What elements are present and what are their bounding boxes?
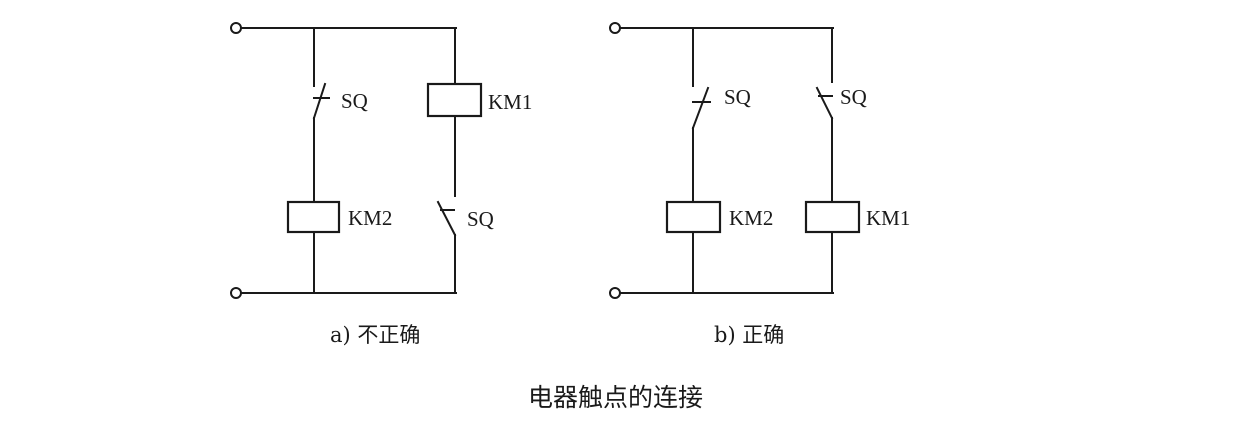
contact-blade xyxy=(691,86,710,130)
circuit-a-left-branch: SQ KM2 xyxy=(286,27,392,294)
circuit-a-right-coil-label: KM1 xyxy=(488,90,532,114)
circuit-a: SQ KM2 KM1 SQ a) 不正确 xyxy=(230,22,532,347)
circuit-b-left-switch-label: SQ xyxy=(724,85,751,109)
circuit-a-bottom-terminal xyxy=(230,287,242,299)
circuit-a-no-contact-sq xyxy=(436,200,457,237)
contact-blade xyxy=(436,200,457,237)
circuit-b-no-contact-sq xyxy=(815,86,834,120)
circuit-a-left-coil-label: KM2 xyxy=(348,206,392,230)
circuit-b-bottom-terminal xyxy=(609,287,621,299)
circuit-a-coil-km1 xyxy=(426,82,483,118)
circuit-b-left-branch: SQ KM2 xyxy=(665,27,773,294)
contact-blade xyxy=(312,82,327,120)
figure-title: 电器触点的连接 xyxy=(528,383,703,412)
circuit-b-right-coil-label: KM1 xyxy=(866,206,910,230)
circuit-a-nc-contact-sq xyxy=(312,82,330,120)
circuit-b-right-switch-label: SQ xyxy=(840,85,867,109)
circuit-b: SQ KM2 SQ KM1 b) 正确 xyxy=(609,22,910,347)
circuit-a-coil-km2 xyxy=(286,200,341,234)
circuit-b-top-terminal xyxy=(609,22,621,34)
circuit-b-coil-km2 xyxy=(665,200,722,234)
contact-blade xyxy=(815,86,834,120)
circuit-b-nc-contact-sq xyxy=(691,86,711,130)
circuit-a-right-switch-label: SQ xyxy=(467,207,494,231)
circuit-b-left-coil-label: KM2 xyxy=(729,206,773,230)
circuit-b-right-branch: SQ KM1 xyxy=(804,27,910,294)
circuit-b-coil-km1 xyxy=(804,200,861,234)
circuit-a-caption: a) 不正确 xyxy=(330,323,420,347)
circuit-a-left-switch-label: SQ xyxy=(341,89,368,113)
circuit-a-right-branch: KM1 SQ xyxy=(426,27,532,294)
circuit-b-caption: b) 正确 xyxy=(714,323,784,347)
circuit-a-top-terminal xyxy=(230,22,242,34)
